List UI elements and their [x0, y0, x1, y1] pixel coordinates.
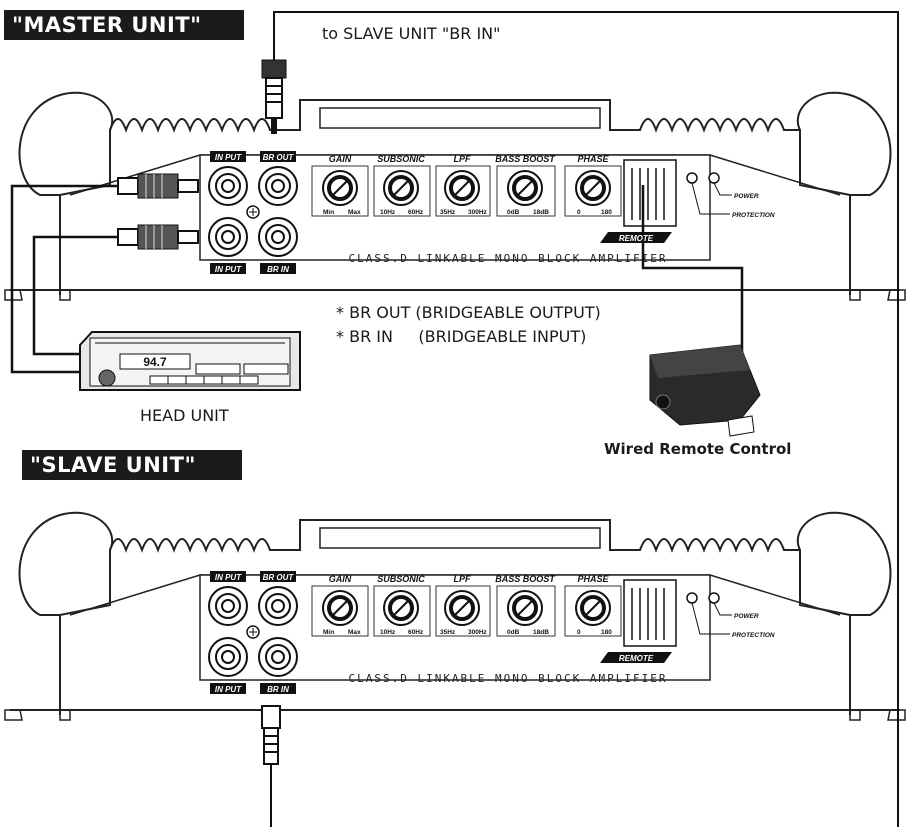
- slave-remote-label: REMOTE: [619, 654, 654, 663]
- master-lpf-max: 300Hz: [468, 209, 488, 216]
- link-cable: [273, 11, 899, 827]
- slave-gain-min: Min: [323, 629, 334, 636]
- master-phase-label: PHASE: [577, 154, 609, 164]
- br-in-note: * BR IN (BRIDGEABLE INPUT): [336, 327, 587, 346]
- slave-unit-tag: "SLAVE UNIT": [22, 450, 242, 480]
- master-lpf-min: 35Hz: [440, 209, 456, 216]
- master-sub-max: 60Hz: [408, 209, 424, 216]
- master-in-put-top-label: IN PUT: [215, 153, 242, 162]
- slave-bass-max: 18dB: [533, 629, 549, 636]
- slave-br-in-label: BR IN: [267, 685, 289, 694]
- slave-model-label: CLASS.D LINKABLE MONO BLOCK AMPLIFIER: [348, 672, 667, 685]
- master-gain-min: Min: [323, 209, 334, 216]
- master-br-in-label: BR IN: [267, 265, 289, 274]
- slave-lpf-max: 300Hz: [468, 629, 488, 636]
- to-slave-note: to SLAVE UNIT "BR IN": [322, 24, 501, 43]
- head-unit: [79, 331, 301, 391]
- slave-subsonic-label: SUBSONIC: [377, 574, 425, 584]
- master-bass-max: 18dB: [533, 209, 549, 216]
- slave-lpf-label: LPF: [454, 574, 472, 584]
- master-bass-min: 0dB: [507, 209, 520, 216]
- head-unit-label: HEAD UNIT: [140, 406, 229, 425]
- slave-in-put-top-label: IN PUT: [215, 573, 242, 582]
- slave-protection-label: PROTECTION: [732, 632, 775, 639]
- slave-br-out-label: BR OUT: [263, 573, 295, 582]
- slave-phase-min: 0: [577, 629, 581, 636]
- slave-power-label: POWER: [734, 613, 759, 620]
- slave-sub-min: 10Hz: [380, 629, 396, 636]
- slave-lpf-min: 35Hz: [440, 629, 456, 636]
- wired-remote-control: [649, 344, 761, 437]
- remote-control-label: Wired Remote Control: [604, 440, 792, 458]
- slave-sub-max: 60Hz: [408, 629, 424, 636]
- br-out-note: * BR OUT (BRIDGEABLE OUTPUT): [336, 303, 601, 322]
- master-subsonic-label: SUBSONIC: [377, 154, 425, 164]
- master-br-out-label: BR OUT: [263, 153, 295, 162]
- slave-in-put-bottom-label: IN PUT: [215, 685, 242, 694]
- rca-plug-top: [117, 173, 199, 199]
- master-gain-label: GAIN: [329, 154, 352, 164]
- master-remote-label: REMOTE: [619, 234, 654, 243]
- slave-gain-label: GAIN: [329, 574, 352, 584]
- slave-bass-label: BASS BOOST: [495, 574, 556, 584]
- master-sub-min: 10Hz: [380, 209, 396, 216]
- slave-bass-min: 0dB: [507, 629, 520, 636]
- master-in-put-bottom-label: IN PUT: [215, 265, 242, 274]
- master-gain-max: Max: [348, 209, 361, 216]
- master-model-label: CLASS.D LINKABLE MONO BLOCK AMPLIFIER: [348, 252, 667, 265]
- head-unit-display: 94.7: [143, 355, 167, 369]
- br-out-plug: [261, 59, 287, 134]
- br-in-plug: [261, 705, 281, 827]
- remote-cable: [641, 185, 744, 370]
- master-phase-max: 180: [601, 209, 612, 216]
- rca-plug-bottom: [117, 224, 199, 250]
- head-unit-cable-2: [32, 235, 120, 356]
- master-protection-label: PROTECTION: [732, 212, 775, 219]
- master-power-label: POWER: [734, 193, 759, 200]
- head-unit-cable-1: [10, 184, 120, 374]
- master-bass-label: BASS BOOST: [495, 154, 556, 164]
- slave-phase-max: 180: [601, 629, 612, 636]
- master-unit-tag: "MASTER UNIT": [4, 10, 244, 40]
- master-lpf-label: LPF: [454, 154, 472, 164]
- slave-phase-label: PHASE: [577, 574, 609, 584]
- slave-amplifier: [3, 510, 907, 722]
- slave-gain-max: Max: [348, 629, 361, 636]
- master-phase-min: 0: [577, 209, 581, 216]
